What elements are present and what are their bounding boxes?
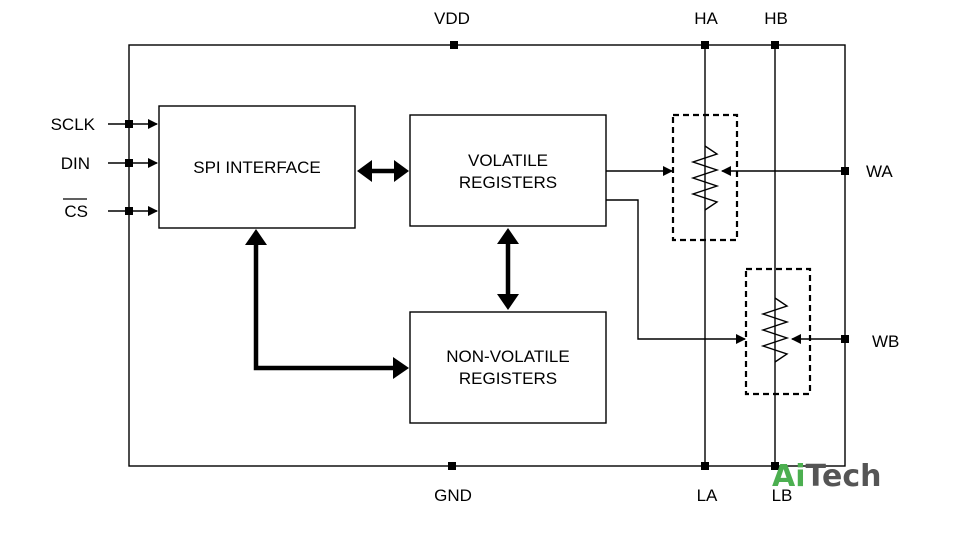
sclk-label: SCLK [51,115,96,134]
din-label: DIN [61,154,90,173]
volatile-to-pot-b-line [606,199,746,344]
nonvolatile-registers-block [409,311,607,424]
lb-label: LB [772,486,793,505]
nonvolatile-label-1: NON-VOLATILE [446,347,569,366]
spi-nonvolatile-bus [245,229,409,379]
wb-label: WB [872,332,899,351]
nonvolatile-label-2: REGISTERS [459,369,557,388]
gnd-label: GND [434,486,472,505]
spi-interface-label: SPI INTERFACE [193,158,321,177]
watermark-ai: Ai [772,459,806,494]
la-pin [701,462,709,470]
chip-outline [128,44,846,467]
gnd-pin [448,462,456,470]
volatile-registers-block [409,114,607,227]
volatile-label-2: REGISTERS [459,173,557,192]
wa-label: WA [866,162,893,181]
wa-pin [841,167,849,175]
din-pin [125,159,133,167]
sclk-pin [125,120,133,128]
watermark-tech: Tech [806,459,882,494]
volatile-nonvolatile-bus [497,228,519,310]
pot-b-dashed-box [744,267,812,396]
vdd-pin [450,41,458,49]
aitech-watermark: AiTech [772,459,881,494]
pot-b-resistor [760,297,790,363]
wb-pin [841,335,849,343]
ha-pin [701,41,709,49]
volatile-label-1: VOLATILE [468,151,548,170]
spi-interface-block [158,105,356,229]
ha-label: HA [694,9,718,28]
cs-pin [125,207,133,215]
lb-pin [771,462,779,470]
pot-a-dashed-box [671,113,739,242]
vdd-label: VDD [434,9,470,28]
hb-pin [771,41,779,49]
pot-a-resistor [690,145,720,211]
hb-label: HB [764,9,788,28]
cs-label: CS [64,202,88,221]
spi-volatile-bus [357,160,409,182]
la-label: LA [697,486,718,505]
